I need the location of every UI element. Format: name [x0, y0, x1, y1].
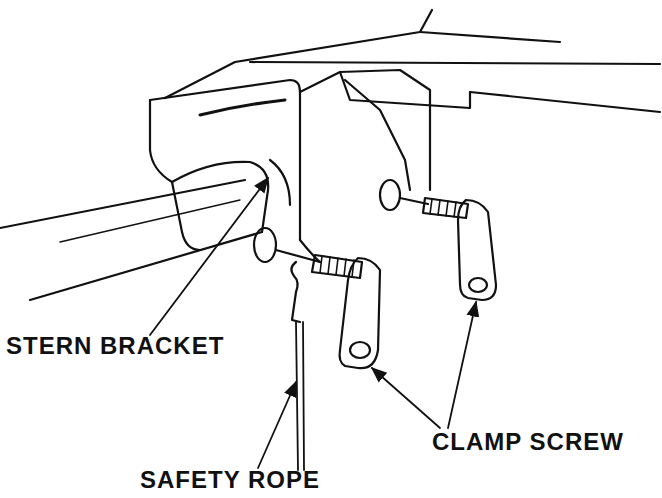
transom-face	[470, 92, 660, 112]
clamp-handle	[458, 200, 496, 300]
screw-thread	[430, 199, 456, 217]
bracket-outline	[150, 100, 200, 250]
leader-line	[258, 382, 296, 468]
transom-edge	[420, 32, 560, 42]
bracket-arm	[300, 70, 430, 190]
clamp-pad	[254, 228, 276, 262]
shaft-line	[30, 232, 262, 300]
handle-hole	[350, 342, 370, 358]
bracket-rib	[270, 160, 290, 205]
clamp-pad	[380, 180, 400, 210]
rope-hook	[292, 292, 300, 322]
transom-top	[250, 62, 660, 64]
bracket-arm	[345, 80, 410, 190]
screw-thread	[312, 255, 362, 278]
handle-hole	[469, 278, 487, 292]
leader-line	[448, 302, 476, 428]
shaft-highlight	[60, 200, 240, 242]
safety-rope-line	[296, 322, 304, 470]
leader-line	[150, 178, 268, 335]
leader-line	[372, 368, 440, 428]
part-label: CLAMP SCREW	[432, 428, 624, 456]
part-label: SAFETY ROPE	[140, 466, 320, 494]
bracket-rib	[200, 100, 285, 115]
screw-thread	[423, 198, 468, 218]
clamp-handle	[340, 258, 380, 368]
shaft-line	[0, 180, 245, 228]
transom-face	[340, 72, 470, 108]
bracket-outline	[150, 80, 300, 240]
rope-eye	[291, 262, 297, 292]
part-label: STERN BRACKET	[6, 332, 224, 360]
